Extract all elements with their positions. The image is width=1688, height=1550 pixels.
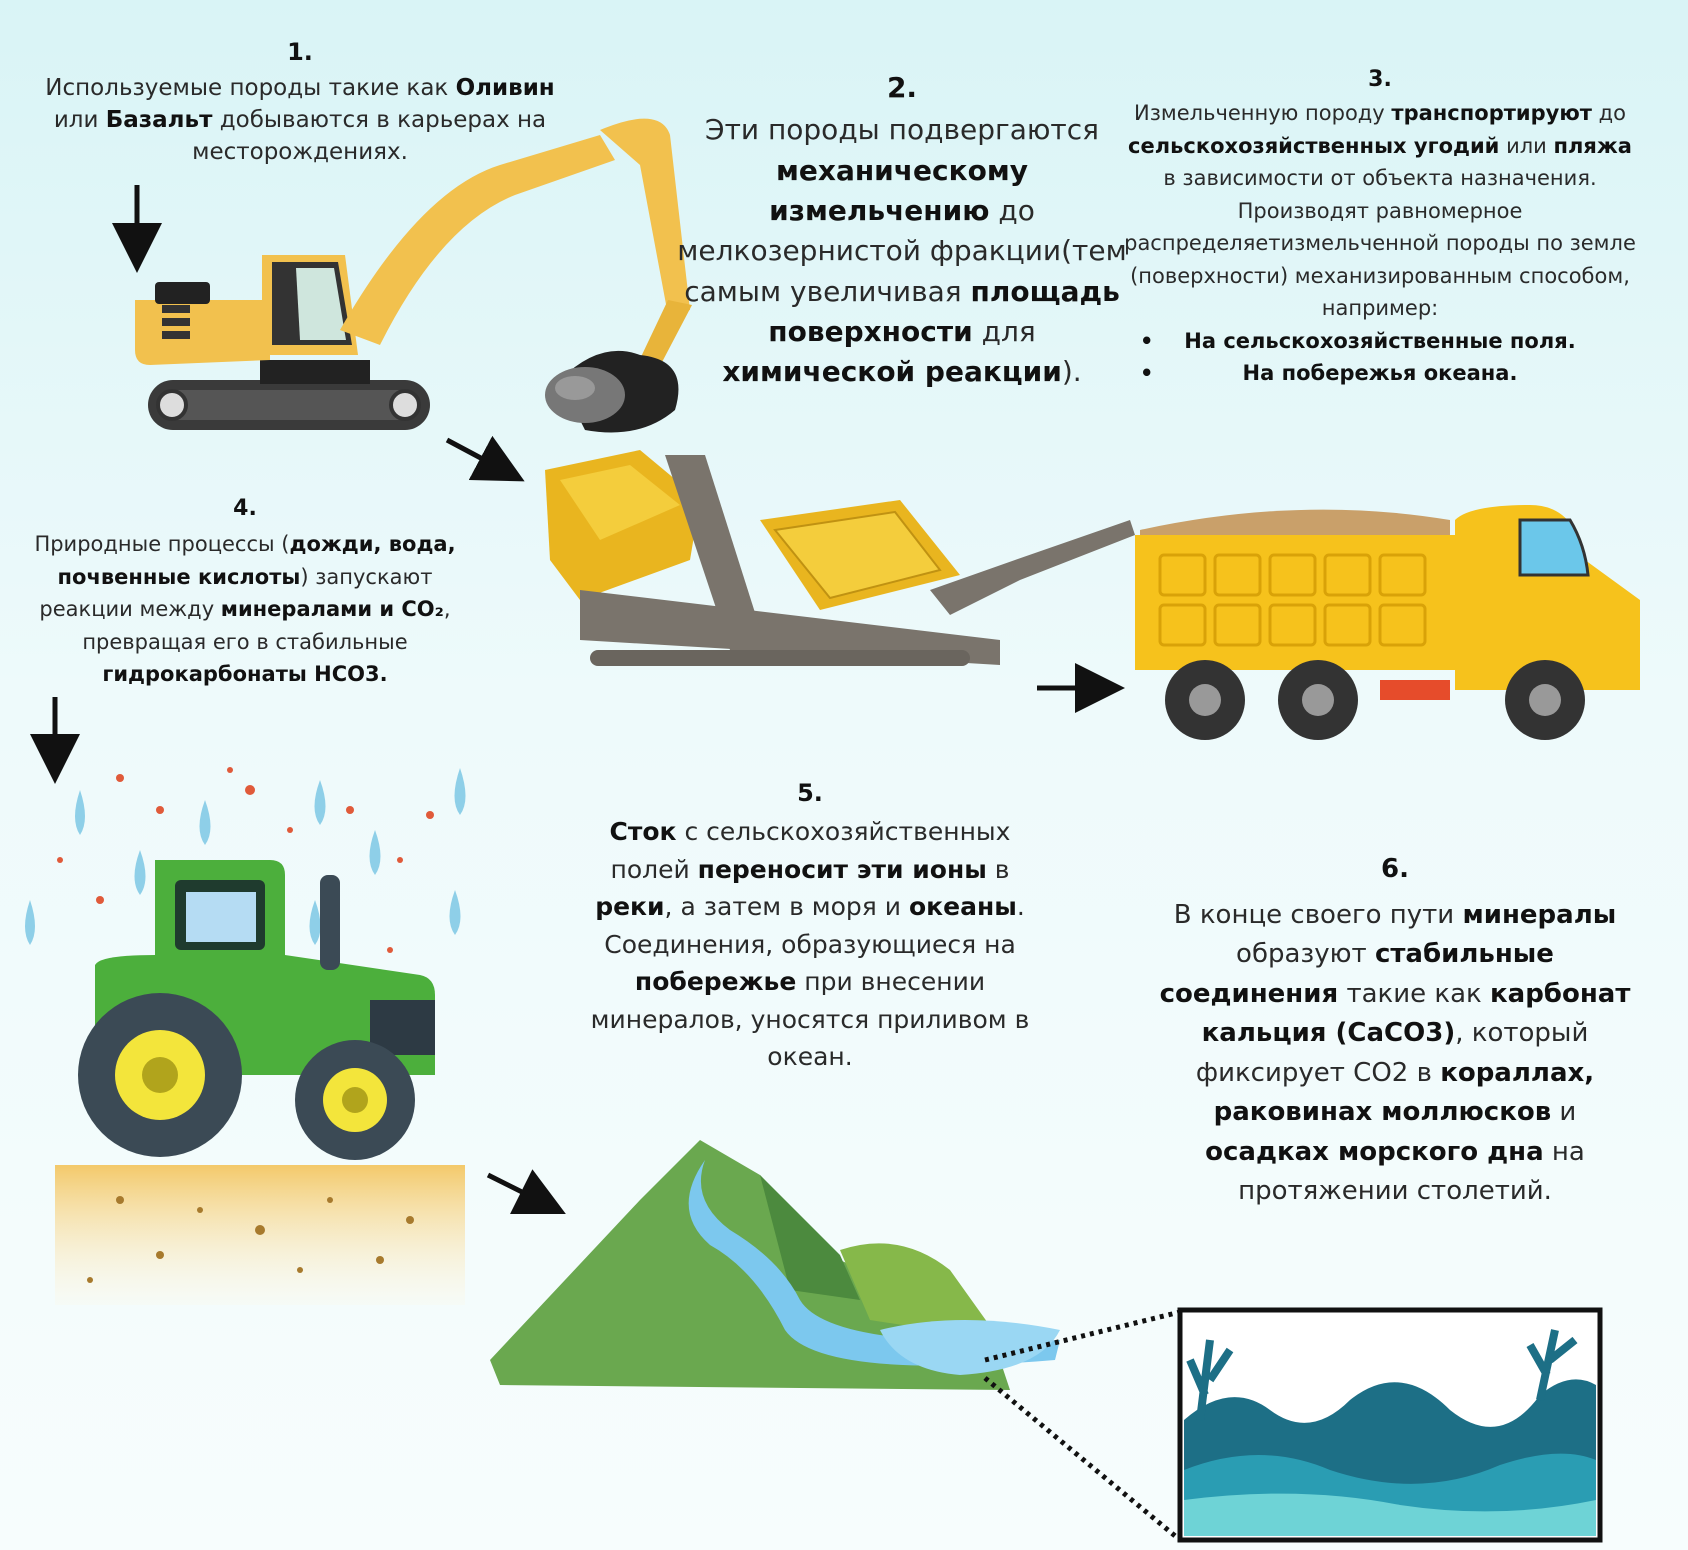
emphasis-text: пляжа [1553, 133, 1632, 158]
list-item: На сельскохозяйственные поля. [1120, 325, 1640, 358]
body-text: при внесении минералов, уносятся приливо… [590, 967, 1030, 1071]
step-body: Сток с сельскохозяйственных полей перено… [591, 817, 1030, 1071]
coral-reef-icon [1177, 1307, 1603, 1543]
excavator-icon [135, 118, 692, 433]
body-text: образуют [1236, 939, 1375, 970]
emphasis-text: Оливин [455, 75, 555, 102]
body-text: Природные процессы ( [34, 532, 290, 557]
body-text: добываются в карьерах на месторождениях. [192, 106, 547, 165]
body-text: Эти породы подвергаются [705, 113, 1099, 147]
body-text: Используемые породы такие как [45, 75, 456, 102]
step-body: Используемые породы такие как Оливин или… [45, 75, 554, 164]
soil-icon [55, 1165, 465, 1305]
step-number: 6. [1381, 854, 1409, 884]
body-text: с сельскохозяйственных полей [610, 817, 1011, 884]
step-body: В конце своего пути минералы образуют ст… [1160, 900, 1631, 1207]
tractor-icon [78, 860, 435, 1160]
connector-lines [983, 1309, 1182, 1542]
body-text: В конце своего пути [1173, 899, 1463, 930]
step-3-text: 3. Измельченную породу транспортируют до… [1120, 63, 1640, 390]
body-text: Измельченную породу [1134, 101, 1392, 126]
step-number: 1. [287, 38, 313, 66]
emphasis-text: стабильные соединения [1159, 939, 1554, 1009]
dump-truck-icon [1135, 505, 1640, 740]
body-text: , превращая его в стабильные [82, 597, 451, 654]
step-6-text: 6. В конце своего пути минералы образуют… [1150, 850, 1640, 1212]
step-2-text: 2. Эти породы подвергаются механическому… [672, 68, 1132, 393]
body-text: ). [1061, 355, 1082, 389]
emphasis-text: океаны [908, 892, 1017, 921]
emphasis-text: сельскохозяйственных угодий [1128, 133, 1500, 158]
step-4-text: 4. Природные процессы (дожди, вода, почв… [20, 492, 470, 691]
step-number: 3. [1368, 67, 1392, 92]
emphasis-text: механическому измельчению [769, 153, 1028, 227]
emphasis-text: Сток [609, 817, 677, 846]
emphasis-text: кораллах, раковинах моллюсков [1213, 1057, 1595, 1128]
destination-list: На сельскохозяйственные поля. На побереж… [1120, 325, 1640, 390]
mountain-river-icon [490, 1140, 1060, 1390]
body-text: , а затем в моря и [664, 892, 909, 921]
emphasis-text: минералами и CO₂ [220, 597, 444, 622]
emphasis-text: площадь поверхности [768, 274, 1120, 348]
body-text: и [1551, 1097, 1577, 1128]
body-text: или [1499, 133, 1554, 158]
body-text: в [986, 854, 1010, 884]
step-1-text: 1. Используемые породы такие как Оливин … [20, 36, 580, 168]
emphasis-text: транспортируют [1391, 101, 1592, 126]
body-text: ) запускают реакции между [39, 564, 433, 622]
list-item: На побережья океана. [1120, 357, 1640, 390]
step-number: 5. [797, 779, 823, 807]
body-text: в зависимости от объекта назначения. Про… [1124, 166, 1636, 321]
emphasis-text: гидрокарбонаты HCO3. [102, 662, 388, 687]
step-number: 4. [233, 496, 257, 521]
emphasis-text: карбонат кальция (CaCO3) [1201, 978, 1631, 1049]
body-text: до [1591, 101, 1626, 126]
body-text: . Соединения, образующиеся на [604, 892, 1025, 959]
emphasis-text: дожди, вода, почвенные кислоты [57, 532, 456, 589]
body-text: для [972, 314, 1036, 348]
step-number: 2. [886, 71, 918, 104]
emphasis-text: осадках морского дна [1205, 1136, 1544, 1167]
body-text: до мелкозернистой фракции(тем самым увел… [677, 193, 1127, 308]
emphasis-text: химической реакции [722, 355, 1062, 389]
crusher-icon [545, 450, 1135, 666]
emphasis-text: реки [595, 892, 665, 921]
body-text: или [53, 106, 106, 133]
rain-icon [25, 768, 466, 945]
step-body: Измельченную породу транспортируют до се… [1124, 101, 1636, 320]
emphasis-text: переносит эти ионы [697, 854, 987, 884]
emphasis-text: Базальт [105, 106, 213, 133]
step-body: Природные процессы (дожди, вода, почвенн… [34, 532, 455, 686]
body-text: на протяжении столетий. [1238, 1136, 1585, 1207]
body-text: такие как [1338, 978, 1490, 1009]
arrow-icon [30, 185, 1125, 1214]
step-body: Эти породы подвергаются механическому из… [677, 113, 1126, 388]
emphasis-text: побережье [634, 967, 797, 996]
step-5-text: 5. Сток с сельскохозяйственных полей пер… [590, 775, 1030, 1076]
body-text: , который фиксирует CO2 в [1195, 1018, 1589, 1088]
emphasis-text: минералы [1462, 899, 1617, 930]
